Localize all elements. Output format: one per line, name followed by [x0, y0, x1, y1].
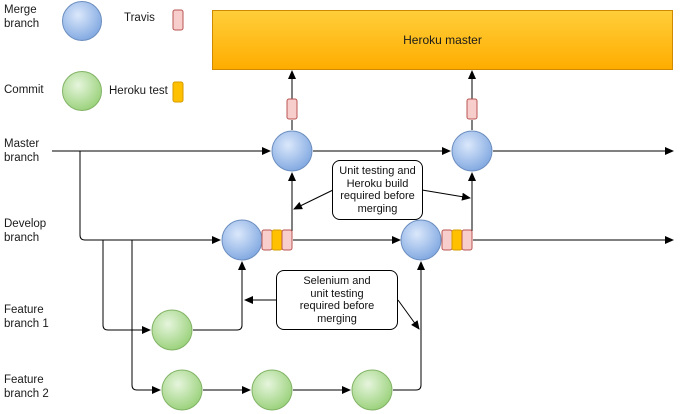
legend-heroku-test-label: Heroku test	[109, 85, 168, 97]
develop-branch-label: Develop branch	[4, 218, 47, 244]
selenium-note-text: Selenium and unit testing required befor…	[299, 275, 375, 325]
travis-check-master2	[466, 98, 478, 120]
note1-pointer-right	[421, 189, 471, 201]
develop-merge-node-2	[400, 219, 442, 261]
travis-check-develop2-b	[461, 229, 473, 251]
legend-travis-label: Travis	[124, 12, 155, 24]
master-merge-node-1	[271, 130, 313, 172]
selenium-note: Selenium and unit testing required befor…	[276, 270, 398, 330]
feature2-to-develop-edge	[393, 261, 425, 391]
unit-heroku-note-text: Unit testing and Heroku build required b…	[339, 165, 416, 215]
legend-heroku-test-swatch	[172, 81, 184, 103]
feature2-commit-node-1	[161, 369, 203, 411]
unit-heroku-note: Unit testing and Heroku build required b…	[332, 160, 423, 220]
feature2-commit-node-2	[251, 369, 293, 411]
heroku-master-label: Heroku master	[403, 33, 482, 47]
legend-commit-node	[62, 71, 102, 111]
develop-to-feature2-edge	[131, 240, 161, 394]
feature2-commit-node-3	[351, 369, 393, 411]
legend-merge-node	[62, 1, 102, 41]
feature1-to-develop-edge	[193, 261, 246, 331]
feature-branch-2-label: Feature branch 2	[4, 374, 49, 400]
legend-merge-label: Merge branch	[4, 4, 40, 30]
feature1-commit-node	[151, 309, 193, 351]
travis-check-master1	[286, 98, 298, 120]
legend-travis-swatch	[172, 9, 184, 31]
note1-pointer-left	[293, 189, 334, 210]
travis-check-develop2	[441, 229, 453, 251]
master-merge-node-2	[451, 130, 493, 172]
travis-check-develop1-b	[281, 229, 293, 251]
heroku-master-box: Heroku master	[212, 10, 673, 70]
feature-branch-1-label: Feature branch 1	[4, 304, 49, 330]
legend-commit-label: Commit	[4, 84, 44, 96]
develop-to-feature1-edge	[102, 240, 151, 334]
heroku-test-check-develop1	[271, 229, 283, 251]
heroku-test-check-develop2	[451, 229, 463, 251]
master-to-develop-edge	[79, 151, 221, 244]
develop-merge-node-1	[221, 219, 263, 261]
master-branch-label: Master branch	[4, 138, 40, 164]
note2-pointer-right	[397, 299, 420, 330]
travis-check-develop1	[261, 229, 273, 251]
